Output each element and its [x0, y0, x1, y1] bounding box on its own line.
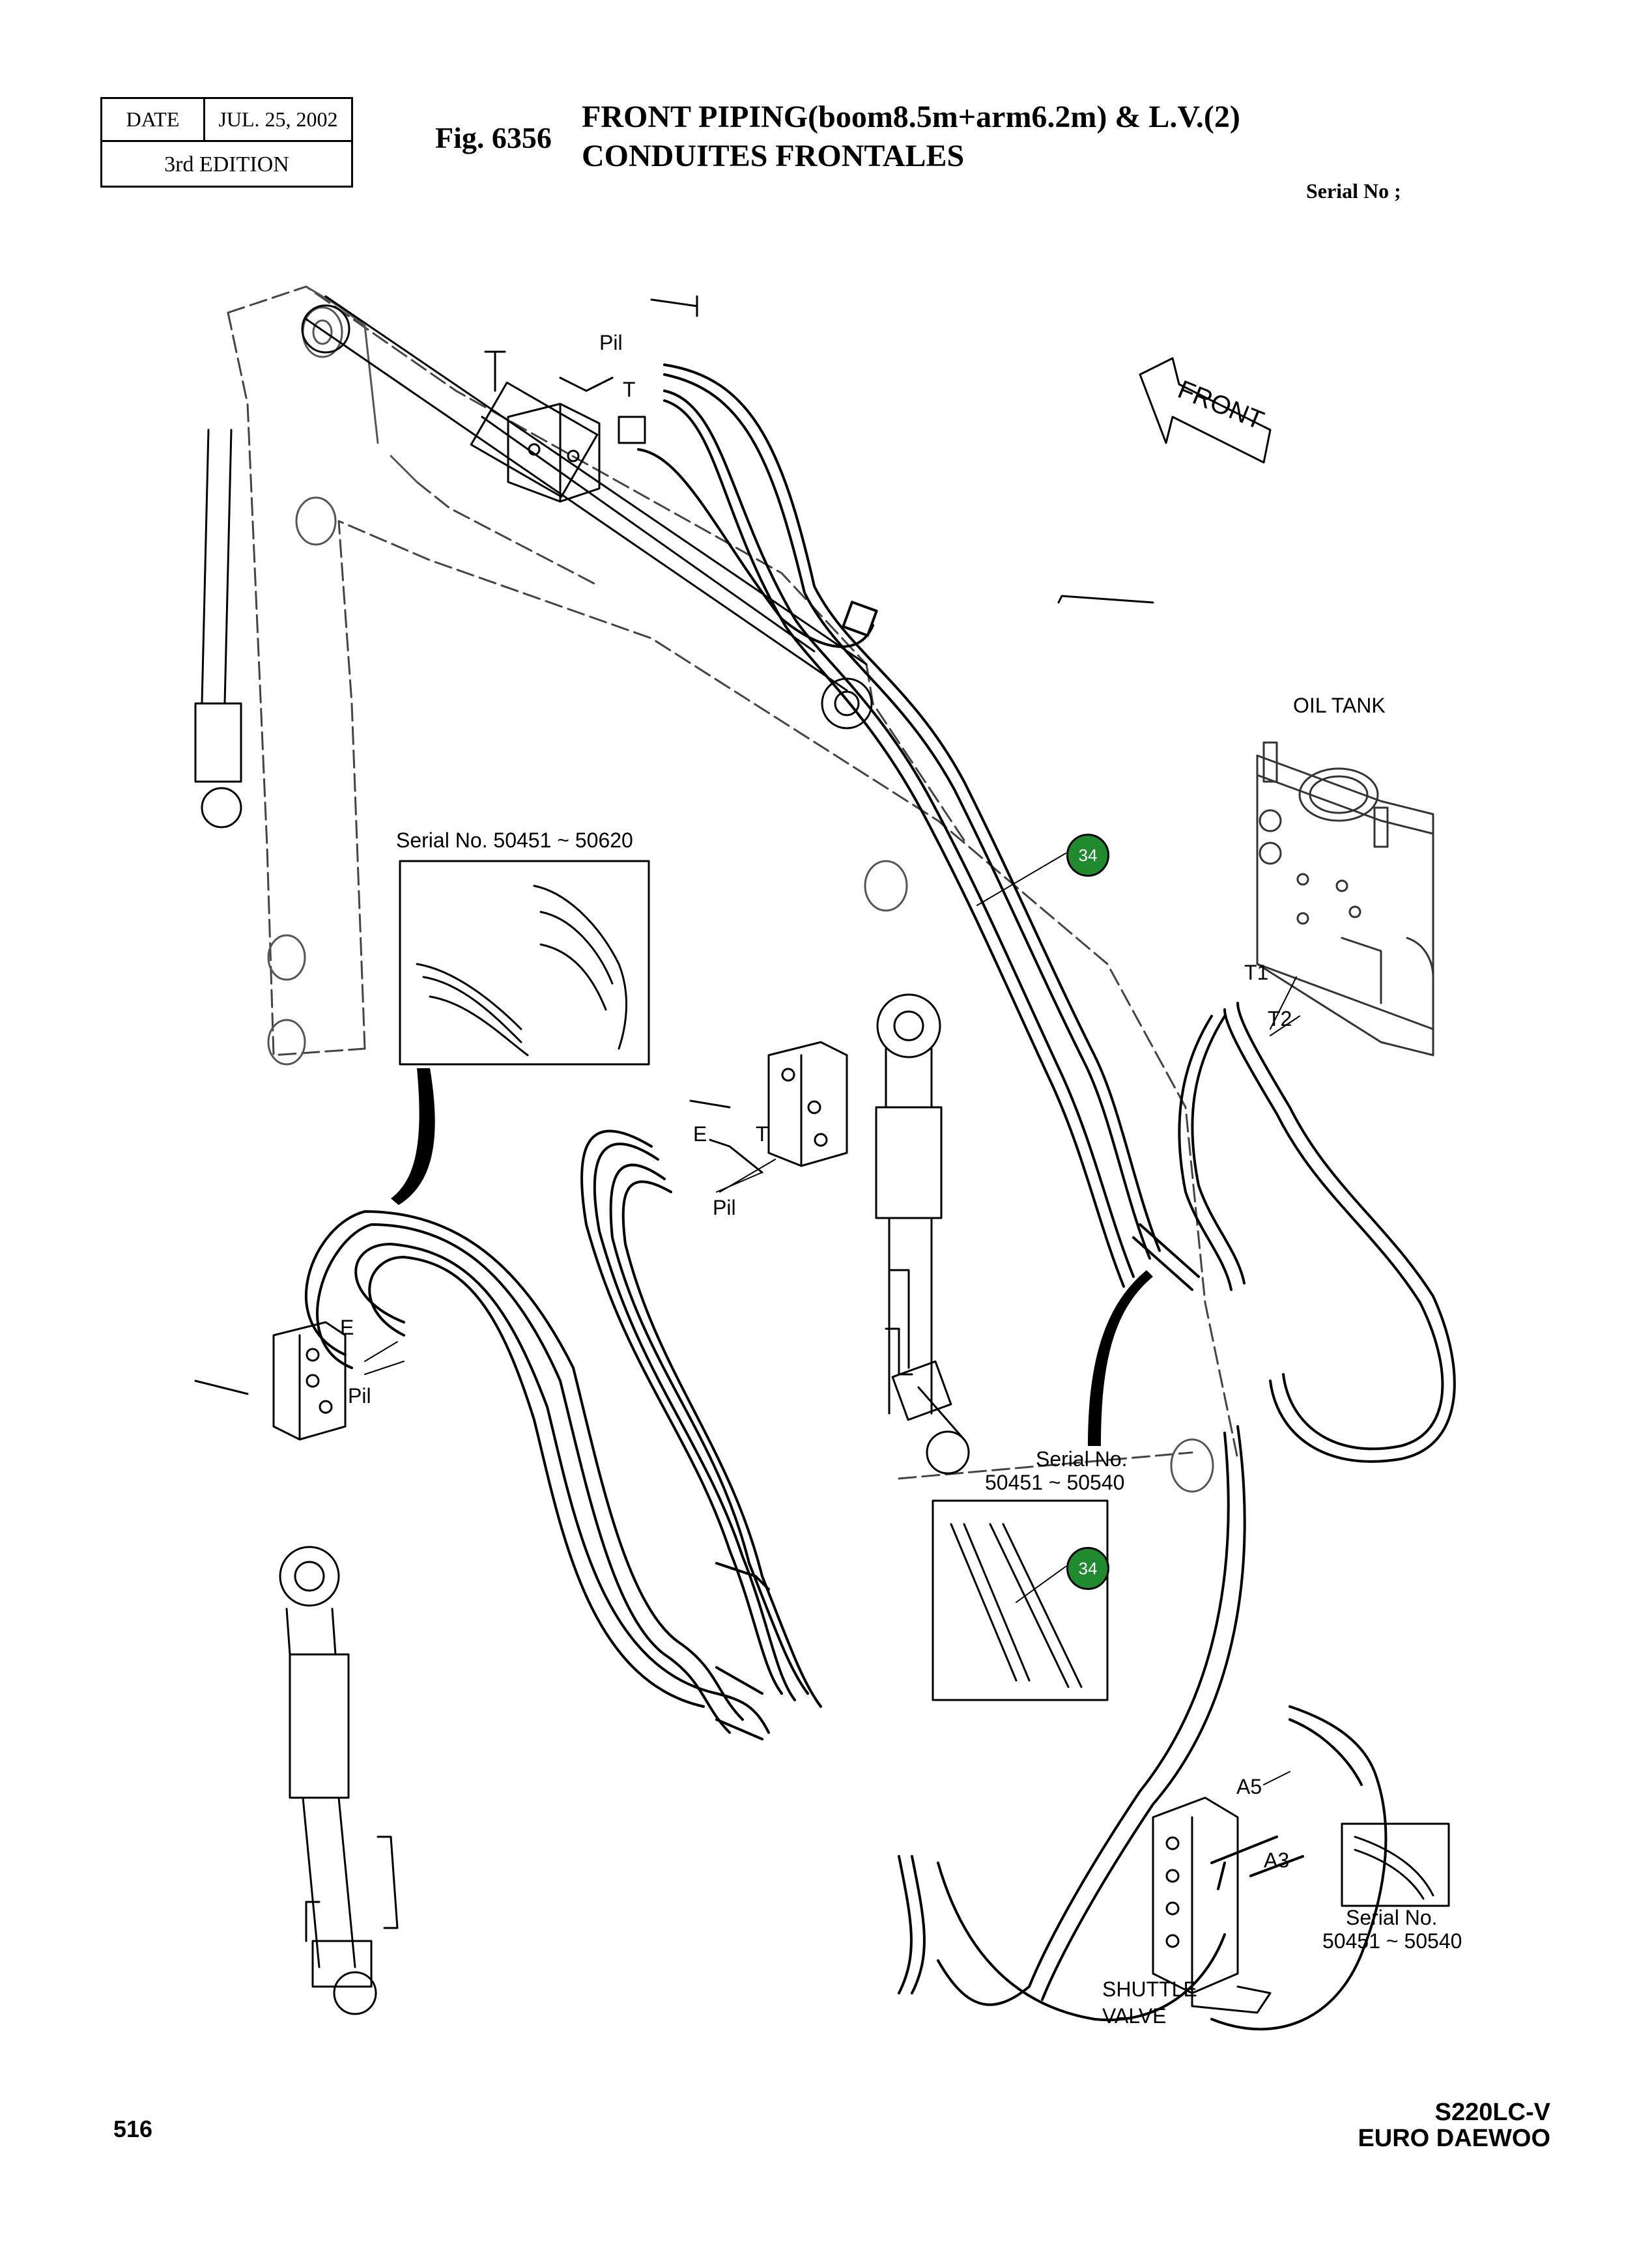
title-english: FRONT PIPING(boom8.5m+arm6.2m) & L.V.(2)	[582, 100, 1240, 134]
date-row: DATE JUL. 25, 2002	[102, 99, 351, 142]
right-arm-cylinder	[875, 993, 970, 1475]
left-valve-block	[194, 1321, 347, 1441]
title-french: CONDUITES FRONTALES	[582, 139, 965, 173]
edition-label: 3rd EDITION	[164, 152, 289, 177]
date-label: DATE	[102, 99, 205, 140]
serial-number-label: Serial No ;	[1306, 179, 1401, 203]
port-label-t-top: T	[623, 378, 636, 401]
boom-cylinder-top	[301, 295, 873, 730]
front-arrow	[1139, 357, 1272, 464]
port-label-e-mid: E	[693, 1122, 707, 1146]
model-name: S220LC-V	[1434, 2099, 1550, 2126]
inset-pointer-middle	[1088, 1270, 1153, 1446]
oil-tank-label: OIL TANK	[1293, 694, 1386, 717]
inset-serial-top-left: Serial No. 50451 ~ 50620	[396, 829, 633, 852]
figure-number: Fig. 6356	[435, 121, 552, 154]
pipe-bundles	[305, 1129, 822, 1740]
top-valve-block	[484, 295, 698, 503]
left-lower-cylinder	[279, 1546, 399, 2015]
port-label-t-mid: T	[756, 1122, 769, 1146]
date-edition-box: DATE JUL. 25, 2002 3rd EDITION	[100, 97, 353, 188]
shuttle-valve-label-1: SHUTTLE	[1102, 1977, 1197, 2001]
port-label-pil-mid: Pil	[713, 1196, 736, 1219]
port-label-a5: A5	[1236, 1775, 1262, 1798]
inset-serial-bottom-right-1: Serial No.	[1346, 1906, 1438, 1929]
port-label-pil-left: Pil	[348, 1384, 371, 1408]
shuttle-valve-body	[1152, 1796, 1272, 2014]
port-label-t2: T2	[1268, 1007, 1292, 1030]
inset-serial-middle-1: Serial No.	[1036, 1447, 1128, 1471]
callout-34-lower: 34	[1066, 1547, 1109, 1590]
left-cylinder-upper	[194, 429, 242, 829]
port-label-e-left: E	[340, 1316, 354, 1339]
pin-detail	[1057, 595, 1154, 604]
leader-lines	[364, 853, 1300, 1785]
inset-pointer-top-left	[391, 1068, 435, 1205]
shuttle-valve-label-2: VALVE	[1102, 2004, 1167, 2028]
inset-serial-middle-2: 50451 ~ 50540	[985, 1471, 1125, 1494]
inset-box-top-left	[399, 860, 650, 1066]
inset-box-middle	[932, 1499, 1109, 1701]
top-pipes	[637, 363, 1200, 1291]
port-label-pil-top: Pil	[599, 331, 623, 354]
oil-tank	[1256, 741, 1434, 1056]
inset-serial-bottom-right-2: 50451 ~ 50540	[1322, 1929, 1462, 1953]
middle-valve-block	[689, 1041, 848, 1174]
date-value: JUL. 25, 2002	[218, 107, 338, 131]
boom-solid-edges	[267, 285, 1214, 1493]
shuttle-pipes	[898, 1002, 1456, 2031]
inset-box-bottom-right	[1341, 1822, 1450, 1907]
page-number: 516	[113, 2116, 153, 2142]
boom-outline	[227, 285, 1239, 1480]
port-label-a3: A3	[1264, 1849, 1290, 1872]
port-label-t1: T1	[1244, 961, 1269, 984]
brand-name: EURO DAEWOO	[1358, 2125, 1550, 2152]
callout-34-upper: 34	[1066, 834, 1109, 877]
